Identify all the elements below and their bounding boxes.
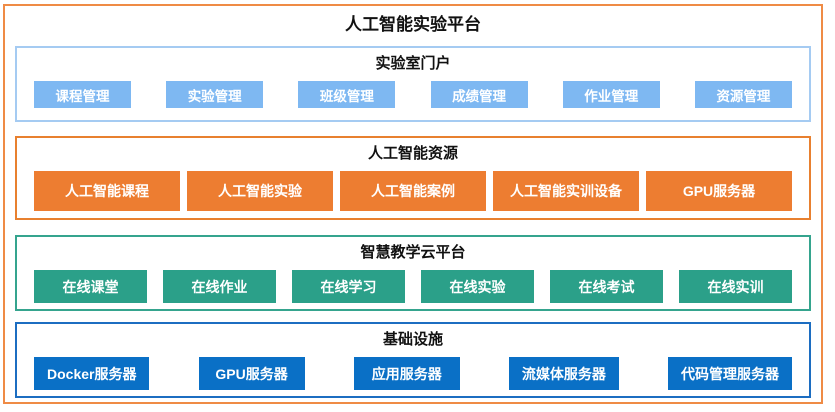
infra-block-app-server: 应用服务器 [353,357,460,390]
portal-block-grade-mgmt: 成绩管理 [430,81,528,108]
cloud-block-online-training: 在线实训 [679,270,792,303]
cloud-block-online-exam: 在线考试 [550,270,663,303]
cloud-block-online-learning: 在线学习 [292,270,405,303]
diagram-frame: 人工智能实验平台 实验室门户 课程管理 实验管理 班级管理 成绩管理 作业管理 … [3,4,823,404]
section-lab-portal: 实验室门户 课程管理 实验管理 班级管理 成绩管理 作业管理 资源管理 [15,46,811,122]
ai-block-gpu-server: GPU服务器 [646,171,792,211]
cloud-block-online-class: 在线课堂 [34,270,147,303]
section-lab-portal-title: 实验室门户 [375,55,451,72]
portal-block-homework-mgmt: 作业管理 [562,81,660,108]
ai-block-courses: 人工智能课程 [34,171,180,211]
section-cloud-platform-row: 在线课堂 在线作业 在线学习 在线实验 在线考试 在线实训 [17,270,809,303]
ai-block-training-devices: 人工智能实训设备 [493,171,639,211]
section-infrastructure: 基础设施 Docker服务器 GPU服务器 应用服务器 流媒体服务器 代码管理服… [15,322,811,398]
portal-block-course-mgmt: 课程管理 [34,81,131,108]
ai-block-experiments: 人工智能实验 [187,171,333,211]
infra-block-code-mgmt-server: 代码管理服务器 [667,357,792,390]
infra-block-streaming-server: 流媒体服务器 [508,357,619,390]
section-infrastructure-title: 基础设施 [382,331,443,348]
cloud-block-online-experiment: 在线实验 [421,270,534,303]
section-cloud-platform: 智慧教学云平台 在线课堂 在线作业 在线学习 在线实验 在线考试 在线实训 [15,235,811,311]
section-cloud-platform-title: 智慧教学云平台 [360,244,466,261]
page-title: 人工智能实验平台 [345,15,481,34]
section-lab-portal-row: 课程管理 实验管理 班级管理 成绩管理 作业管理 资源管理 [17,81,809,108]
ai-block-cases: 人工智能案例 [340,171,486,211]
portal-block-class-mgmt: 班级管理 [298,81,396,108]
portal-block-experiment-mgmt: 实验管理 [166,81,264,108]
infra-block-docker-server: Docker服务器 [34,357,150,390]
section-ai-resources-title: 人工智能资源 [367,145,458,162]
section-infrastructure-row: Docker服务器 GPU服务器 应用服务器 流媒体服务器 代码管理服务器 [17,357,809,390]
infra-block-gpu-server: GPU服务器 [198,357,305,390]
portal-block-resource-mgmt: 资源管理 [694,81,792,108]
section-ai-resources-row: 人工智能课程 人工智能实验 人工智能案例 人工智能实训设备 GPU服务器 [17,171,809,211]
cloud-block-online-homework: 在线作业 [163,270,276,303]
section-ai-resources: 人工智能资源 人工智能课程 人工智能实验 人工智能案例 人工智能实训设备 GPU… [15,136,811,220]
